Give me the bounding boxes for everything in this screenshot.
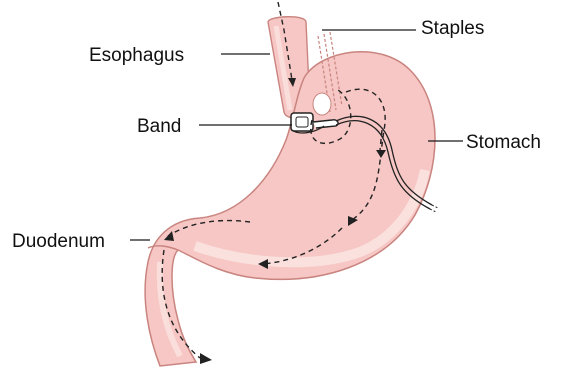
- duodenum-label: Duodenum: [12, 231, 105, 252]
- staples-label: Staples: [421, 18, 484, 39]
- stomach-label: Stomach: [466, 132, 541, 153]
- esophagus-label: Esophagus: [89, 45, 184, 66]
- stoma-opening: [313, 93, 331, 115]
- band-label: Band: [137, 116, 181, 137]
